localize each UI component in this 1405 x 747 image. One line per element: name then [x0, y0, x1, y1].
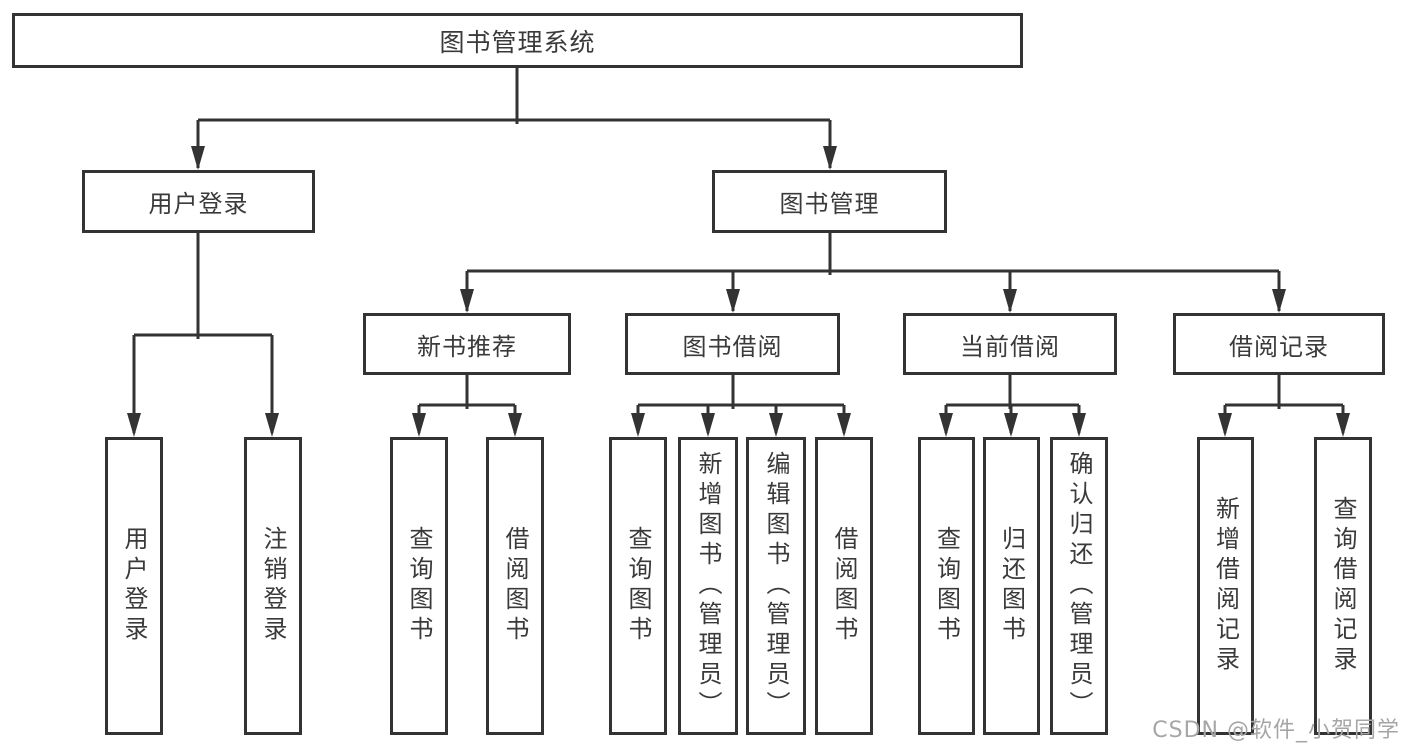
node-book-borrowing: 图书借阅: [625, 313, 840, 375]
node-label: 查询借阅记录: [1329, 496, 1357, 676]
node-borrowing-records: 借阅记录: [1173, 313, 1385, 375]
node-label: 查询图书: [624, 526, 652, 646]
node-book-management: 图书管理: [712, 170, 947, 233]
leaf-query-books-borrowing: 查询图书: [609, 437, 667, 735]
leaf-edit-books-admin: 编辑图书（管理员）: [746, 437, 806, 735]
node-label: 用户登录: [148, 190, 249, 218]
leaf-return-books: 归还图书: [983, 437, 1040, 735]
node-label: 确认归还（管理员）: [1065, 451, 1093, 721]
leaf-query-borrow-record: 查询借阅记录: [1314, 437, 1372, 735]
node-label: 新增图书（管理员）: [694, 451, 722, 721]
node-user-login: 用户登录: [82, 170, 315, 233]
leaf-user-login: 用户登录: [105, 437, 163, 735]
node-label: 图书借阅: [682, 332, 783, 361]
node-label: 归还图书: [997, 526, 1026, 646]
node-library-management-system: 图书管理系统: [12, 13, 1023, 68]
node-label: 图书管理系统: [439, 27, 596, 57]
node-label: 注销登录: [259, 526, 287, 646]
leaf-borrow-books: 借阅图书: [815, 437, 873, 735]
leaf-add-borrow-record: 新增借阅记录: [1197, 437, 1254, 735]
node-label: 借阅图书: [501, 526, 529, 646]
leaf-borrow-books-recommend: 借阅图书: [486, 437, 544, 735]
node-new-book-recommend: 新书推荐: [363, 313, 571, 375]
watermark: CSDN @软件_小贺同学: [1152, 718, 1400, 743]
leaf-logout: 注销登录: [244, 437, 302, 735]
node-label: 当前借阅: [960, 332, 1060, 361]
leaf-add-books-admin: 新增图书（管理员）: [678, 437, 738, 735]
leaf-query-books-recommend: 查询图书: [390, 437, 448, 735]
node-label: 新书推荐: [417, 332, 517, 361]
node-label: 图书管理: [779, 190, 880, 218]
node-label: 借阅记录: [1229, 332, 1329, 361]
node-label: 查询图书: [405, 526, 433, 646]
node-label: 借阅图书: [830, 526, 858, 646]
node-label: 新增借阅记录: [1211, 496, 1240, 676]
leaf-confirm-return-admin: 确认归还（管理员）: [1050, 437, 1108, 735]
leaf-query-books-current: 查询图书: [918, 437, 975, 735]
node-label: 用户登录: [120, 526, 148, 646]
node-current-borrowing: 当前借阅: [903, 313, 1117, 375]
node-label: 查询图书: [932, 526, 961, 646]
node-label: 编辑图书（管理员）: [762, 451, 790, 721]
